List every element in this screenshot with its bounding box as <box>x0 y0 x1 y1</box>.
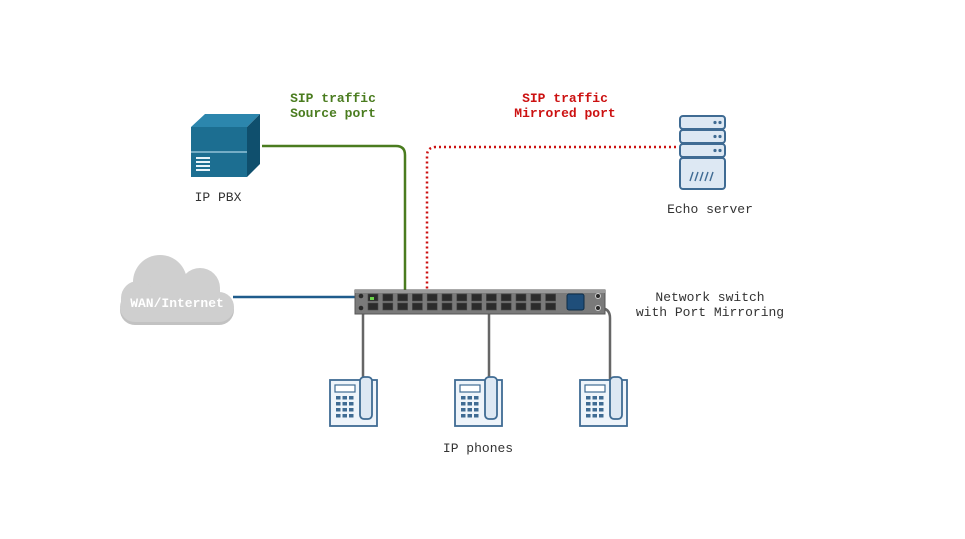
phone-key <box>592 402 597 406</box>
phone-link-3 <box>599 306 612 380</box>
echo-server-label: Echo server <box>667 202 753 217</box>
switch-port <box>441 293 453 302</box>
phone-key <box>349 402 354 406</box>
phone-key <box>336 396 341 400</box>
switch-port <box>471 293 482 302</box>
phone-link-1 <box>361 306 371 380</box>
phone-key <box>592 396 597 400</box>
switch-port <box>412 293 423 302</box>
switch-port <box>515 302 527 311</box>
mirrored-port-link <box>425 145 676 293</box>
phone-key <box>467 396 472 400</box>
phone-key <box>336 414 341 418</box>
phone-key <box>599 408 604 412</box>
switch-port <box>500 302 512 311</box>
phone-key <box>461 408 466 412</box>
switch-port <box>486 302 497 311</box>
phone-key <box>342 396 347 400</box>
mirrored-port-label: SIP traffic Mirrored port <box>500 91 630 121</box>
switch-port <box>545 302 556 311</box>
phone-key <box>467 402 472 406</box>
switch-port <box>382 302 394 311</box>
phone-key <box>342 408 347 412</box>
ip-phone-icon <box>454 376 503 427</box>
ip-pbx-label: IP PBX <box>194 190 242 205</box>
phone-key <box>586 396 591 400</box>
network-switch-icon <box>354 289 606 315</box>
echo-server-icon <box>679 115 726 190</box>
phone-key <box>586 414 591 418</box>
ip-phone-icon <box>329 376 378 427</box>
switch-port <box>456 293 468 302</box>
switch-port <box>545 293 556 302</box>
phone-key <box>342 414 347 418</box>
phone-key <box>349 396 354 400</box>
switch-port <box>397 293 408 302</box>
switch-label: Network switch with Port Mirroring <box>620 290 800 320</box>
switch-port <box>426 293 438 302</box>
switch-port <box>486 293 497 302</box>
phone-key <box>586 402 591 406</box>
wan-label: WAN/Internet <box>130 296 224 311</box>
source-port-label: SIP traffic Source port <box>276 91 390 121</box>
mirrored-port-label-line2: Mirrored port <box>514 106 616 121</box>
mirrored-port-label-line1: SIP traffic <box>522 91 608 106</box>
phone-key <box>592 414 597 418</box>
phone-key <box>474 402 479 406</box>
switch-port <box>441 302 453 311</box>
switch-port <box>456 302 468 311</box>
phone-key <box>467 414 472 418</box>
ip-phones-label: IP phones <box>442 441 514 456</box>
phone-key <box>474 414 479 418</box>
phone-key <box>474 396 479 400</box>
source-port-label-line1: SIP traffic <box>290 91 376 106</box>
switch-label-line2: with Port Mirroring <box>635 305 785 320</box>
phone-key <box>461 396 466 400</box>
phone-key <box>586 408 591 412</box>
phone-key <box>336 402 341 406</box>
phone-key <box>599 414 604 418</box>
switch-port <box>397 302 408 311</box>
switch-port <box>530 302 542 311</box>
phone-key <box>342 402 347 406</box>
phone-key <box>336 408 341 412</box>
ip-phone-icon <box>579 376 628 427</box>
source-port-label-line2: Source port <box>290 106 376 121</box>
phone-key <box>592 408 597 412</box>
switch-port <box>515 293 527 302</box>
switch-port <box>412 302 423 311</box>
phone-key <box>461 402 466 406</box>
switch-port <box>530 293 542 302</box>
ip-pbx-icon <box>191 114 260 177</box>
switch-port <box>367 302 379 311</box>
phone-key <box>349 414 354 418</box>
switch-port <box>382 293 394 302</box>
phone-key <box>461 414 466 418</box>
phone-key <box>599 396 604 400</box>
switch-port <box>500 293 512 302</box>
phone-key <box>467 408 472 412</box>
switch-port <box>471 302 482 311</box>
switch-label-line1: Network switch <box>655 290 765 305</box>
cloud-icon <box>120 255 234 325</box>
port-led <box>370 297 374 300</box>
source-port-link <box>262 144 407 293</box>
phone-key <box>349 408 354 412</box>
switch-port <box>426 302 438 311</box>
phone-key <box>599 402 604 406</box>
phone-key <box>474 408 479 412</box>
